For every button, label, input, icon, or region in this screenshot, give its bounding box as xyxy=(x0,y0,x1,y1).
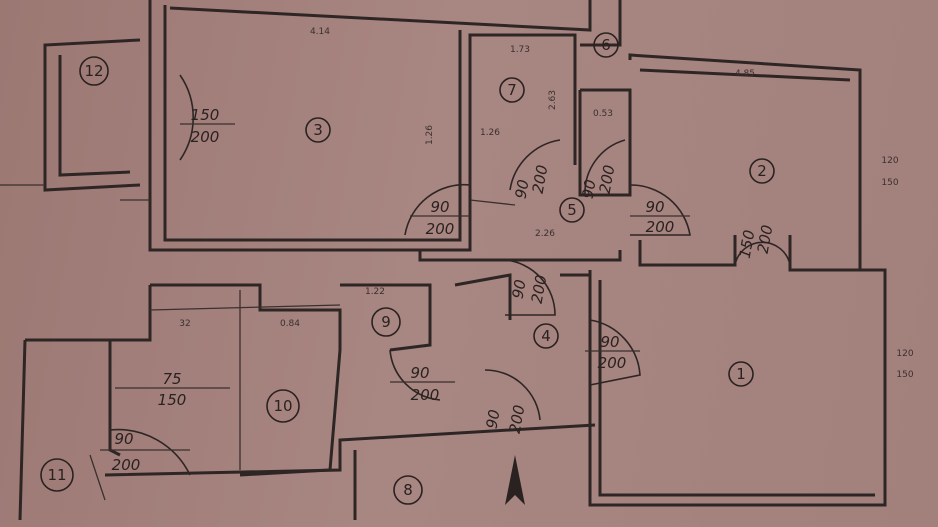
svg-text:1: 1 xyxy=(736,365,746,383)
svg-text:32: 32 xyxy=(179,319,190,329)
svg-text:75: 75 xyxy=(162,370,181,388)
svg-text:120: 120 xyxy=(881,156,898,166)
room-5: 5 xyxy=(559,197,585,223)
svg-text:1.26: 1.26 xyxy=(425,125,435,145)
svg-text:2.26: 2.26 xyxy=(535,229,555,239)
svg-text:6: 6 xyxy=(601,36,611,54)
door-swings xyxy=(109,74,791,476)
svg-text:1.22: 1.22 xyxy=(365,287,385,297)
room-1: 1 xyxy=(728,361,754,387)
room-4: 4 xyxy=(533,323,559,349)
svg-text:90: 90 xyxy=(430,198,449,216)
svg-text:5: 5 xyxy=(567,201,577,219)
svg-text:120: 120 xyxy=(896,349,913,359)
svg-text:1.73: 1.73 xyxy=(510,45,530,55)
room-8: 8 xyxy=(393,475,423,505)
svg-text:150: 150 xyxy=(736,228,759,259)
svg-text:11: 11 xyxy=(47,466,66,484)
svg-text:90: 90 xyxy=(512,178,533,200)
svg-text:3: 3 xyxy=(313,121,323,139)
svg-text:9: 9 xyxy=(381,313,391,331)
room-7: 7 xyxy=(499,77,525,103)
svg-text:90: 90 xyxy=(509,278,530,300)
svg-text:200: 200 xyxy=(596,163,619,194)
room-numbers: 1 2 3 4 5 6 7 8 9 10 11 12 xyxy=(40,32,775,505)
svg-text:200: 200 xyxy=(528,273,551,304)
svg-text:150: 150 xyxy=(191,106,220,124)
svg-text:90: 90 xyxy=(114,430,133,448)
svg-text:90: 90 xyxy=(483,408,504,430)
svg-text:200: 200 xyxy=(411,386,440,404)
svg-text:4.85: 4.85 xyxy=(735,69,755,79)
svg-text:1.26: 1.26 xyxy=(480,128,500,138)
svg-text:200: 200 xyxy=(646,218,675,236)
north-arrow-icon xyxy=(505,455,525,505)
svg-text:12: 12 xyxy=(84,62,103,80)
svg-text:4.14: 4.14 xyxy=(310,27,330,37)
walls xyxy=(0,0,887,521)
room-3: 3 xyxy=(305,117,331,143)
svg-text:90: 90 xyxy=(645,198,664,216)
svg-text:150: 150 xyxy=(881,178,898,188)
svg-text:150: 150 xyxy=(896,370,913,380)
svg-text:90: 90 xyxy=(410,364,429,382)
svg-text:200: 200 xyxy=(191,128,220,146)
svg-text:200: 200 xyxy=(598,354,627,372)
svg-text:200: 200 xyxy=(426,220,455,238)
svg-text:90: 90 xyxy=(579,178,600,200)
room-11: 11 xyxy=(40,458,74,492)
svg-text:150: 150 xyxy=(158,391,187,409)
svg-text:10: 10 xyxy=(273,397,292,415)
svg-text:7: 7 xyxy=(507,81,517,99)
svg-text:0.53: 0.53 xyxy=(593,109,613,119)
room-6: 6 xyxy=(593,32,619,58)
svg-text:200: 200 xyxy=(754,223,777,254)
room-10: 10 xyxy=(266,389,300,423)
svg-text:2: 2 xyxy=(757,162,767,180)
room-2: 2 xyxy=(749,158,775,184)
room-9: 9 xyxy=(371,307,401,337)
svg-text:200: 200 xyxy=(506,403,529,434)
svg-text:8: 8 xyxy=(403,481,413,499)
svg-text:200: 200 xyxy=(529,163,552,194)
room-12: 12 xyxy=(79,56,109,86)
svg-text:0.84: 0.84 xyxy=(280,319,300,329)
dimensions: 4.14 1.73 4.85 2.63 1.26 1.26 2.26 0.53 … xyxy=(179,27,755,329)
svg-text:90: 90 xyxy=(600,333,619,351)
svg-text:200: 200 xyxy=(112,456,141,474)
svg-text:2.63: 2.63 xyxy=(548,90,558,110)
svg-text:4: 4 xyxy=(541,327,551,345)
